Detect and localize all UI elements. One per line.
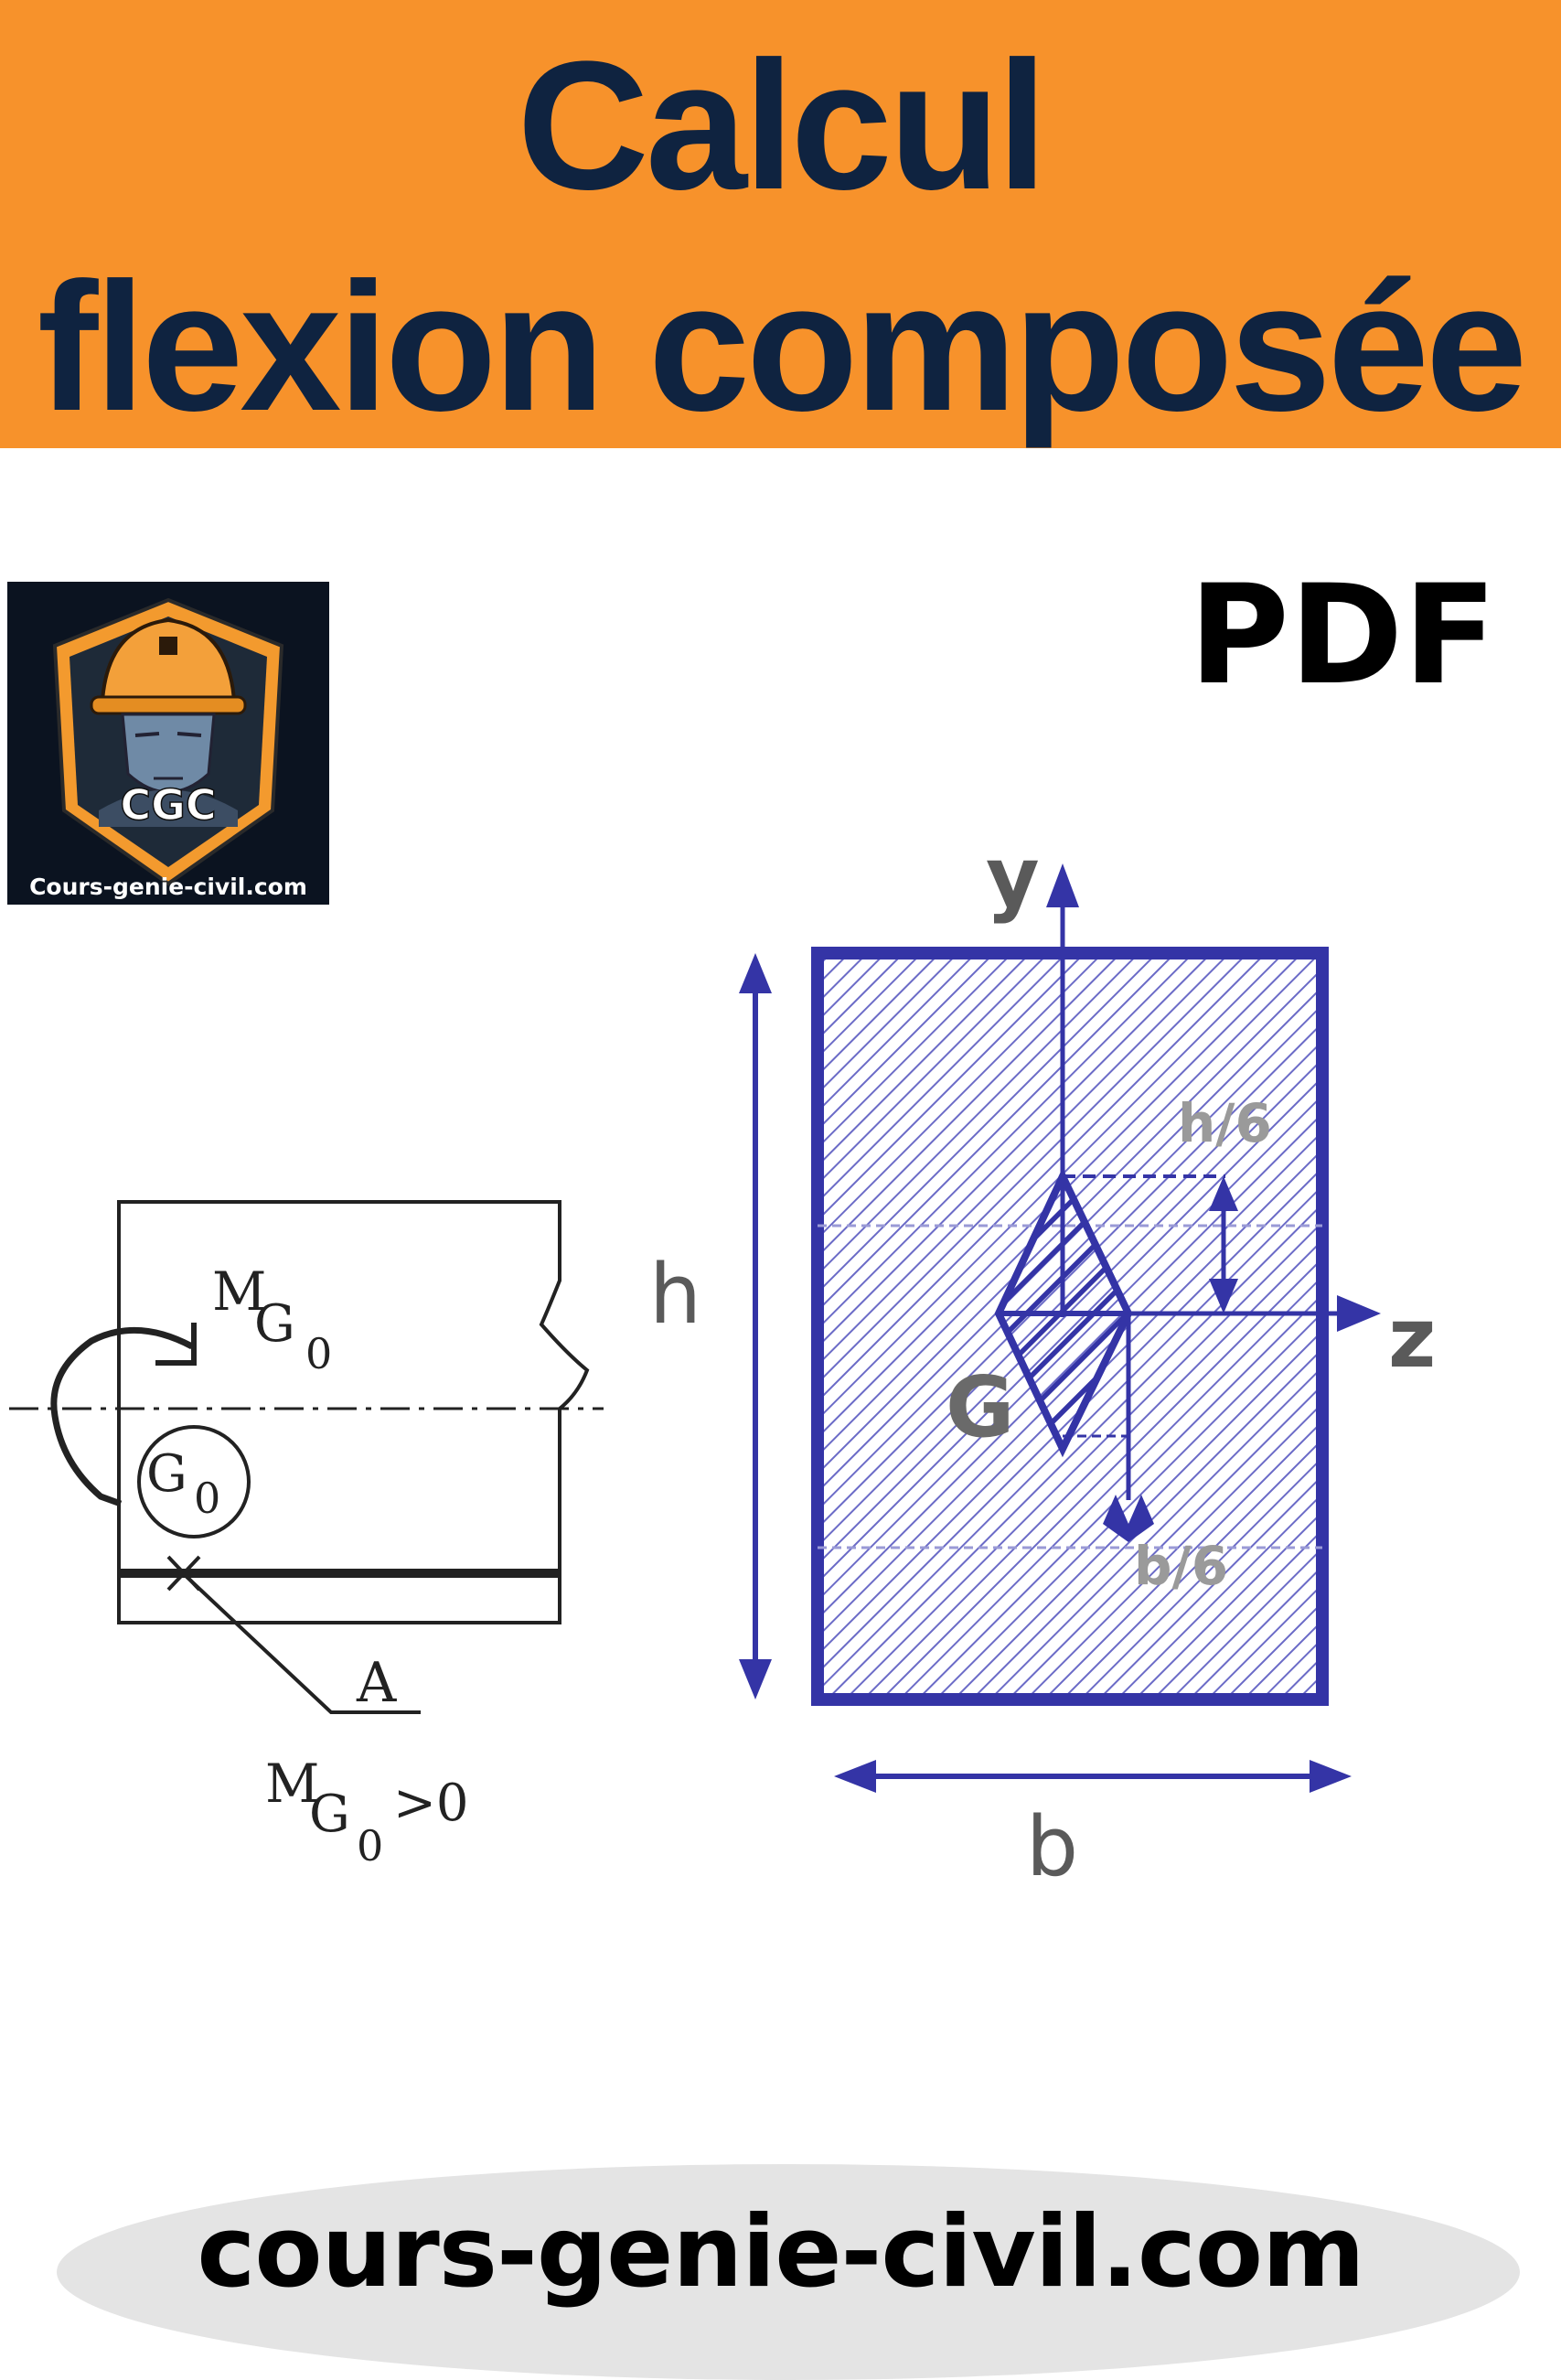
moment-label-0: 0 <box>305 1329 332 1378</box>
core-width-label: b/6 <box>1134 1535 1228 1597</box>
moment-label-g: G <box>254 1294 295 1354</box>
title-banner <box>0 0 1561 448</box>
centroid-label: G <box>946 1358 1015 1456</box>
condition-gt-zero: >0 <box>393 1774 469 1833</box>
flexion-diagram: M G 0 G 0 A M G 0 >0 h b <box>9 830 1436 1895</box>
section-diagram: h b y z G h/6 b/6 <box>649 830 1436 1895</box>
title-line-calcul: Calcul <box>517 24 1047 228</box>
height-label: h <box>649 1247 701 1343</box>
z-axis-label: z <box>1388 1291 1436 1387</box>
moment-label-m: M <box>212 1260 266 1323</box>
logo-caption: Cours-genie-civil.com <box>29 874 307 900</box>
condition-m: M <box>265 1753 319 1815</box>
footer-site-link[interactable]: cours-genie-civil.com <box>197 2195 1364 2310</box>
moment-arrow <box>50 1326 194 1507</box>
core-height-label: h/6 <box>1178 1092 1272 1154</box>
condition-g: G <box>309 1785 350 1844</box>
engineer-badge-icon: CGC <box>52 597 284 886</box>
y-axis-label: y <box>986 830 1040 926</box>
centroid-label-g: G <box>146 1444 187 1504</box>
condition-0: 0 <box>357 1821 383 1871</box>
centroid-label-0: 0 <box>194 1474 220 1523</box>
beam-outline <box>117 1200 590 1624</box>
title-line-flexion-composee: flexion composée <box>37 245 1527 449</box>
beam-sketch: M G 0 G 0 A M G 0 >0 <box>9 1200 604 1871</box>
cgc-logo: CGC Cours-genie-civil.com <box>7 582 329 905</box>
logo-monogram: CGC <box>120 780 216 830</box>
rebar-label: A <box>356 1651 397 1715</box>
rebar-leader <box>181 1571 421 1714</box>
width-label: b <box>1026 1799 1078 1895</box>
centroid-circle <box>137 1425 251 1538</box>
pdf-label: PDF <box>1189 556 1497 715</box>
